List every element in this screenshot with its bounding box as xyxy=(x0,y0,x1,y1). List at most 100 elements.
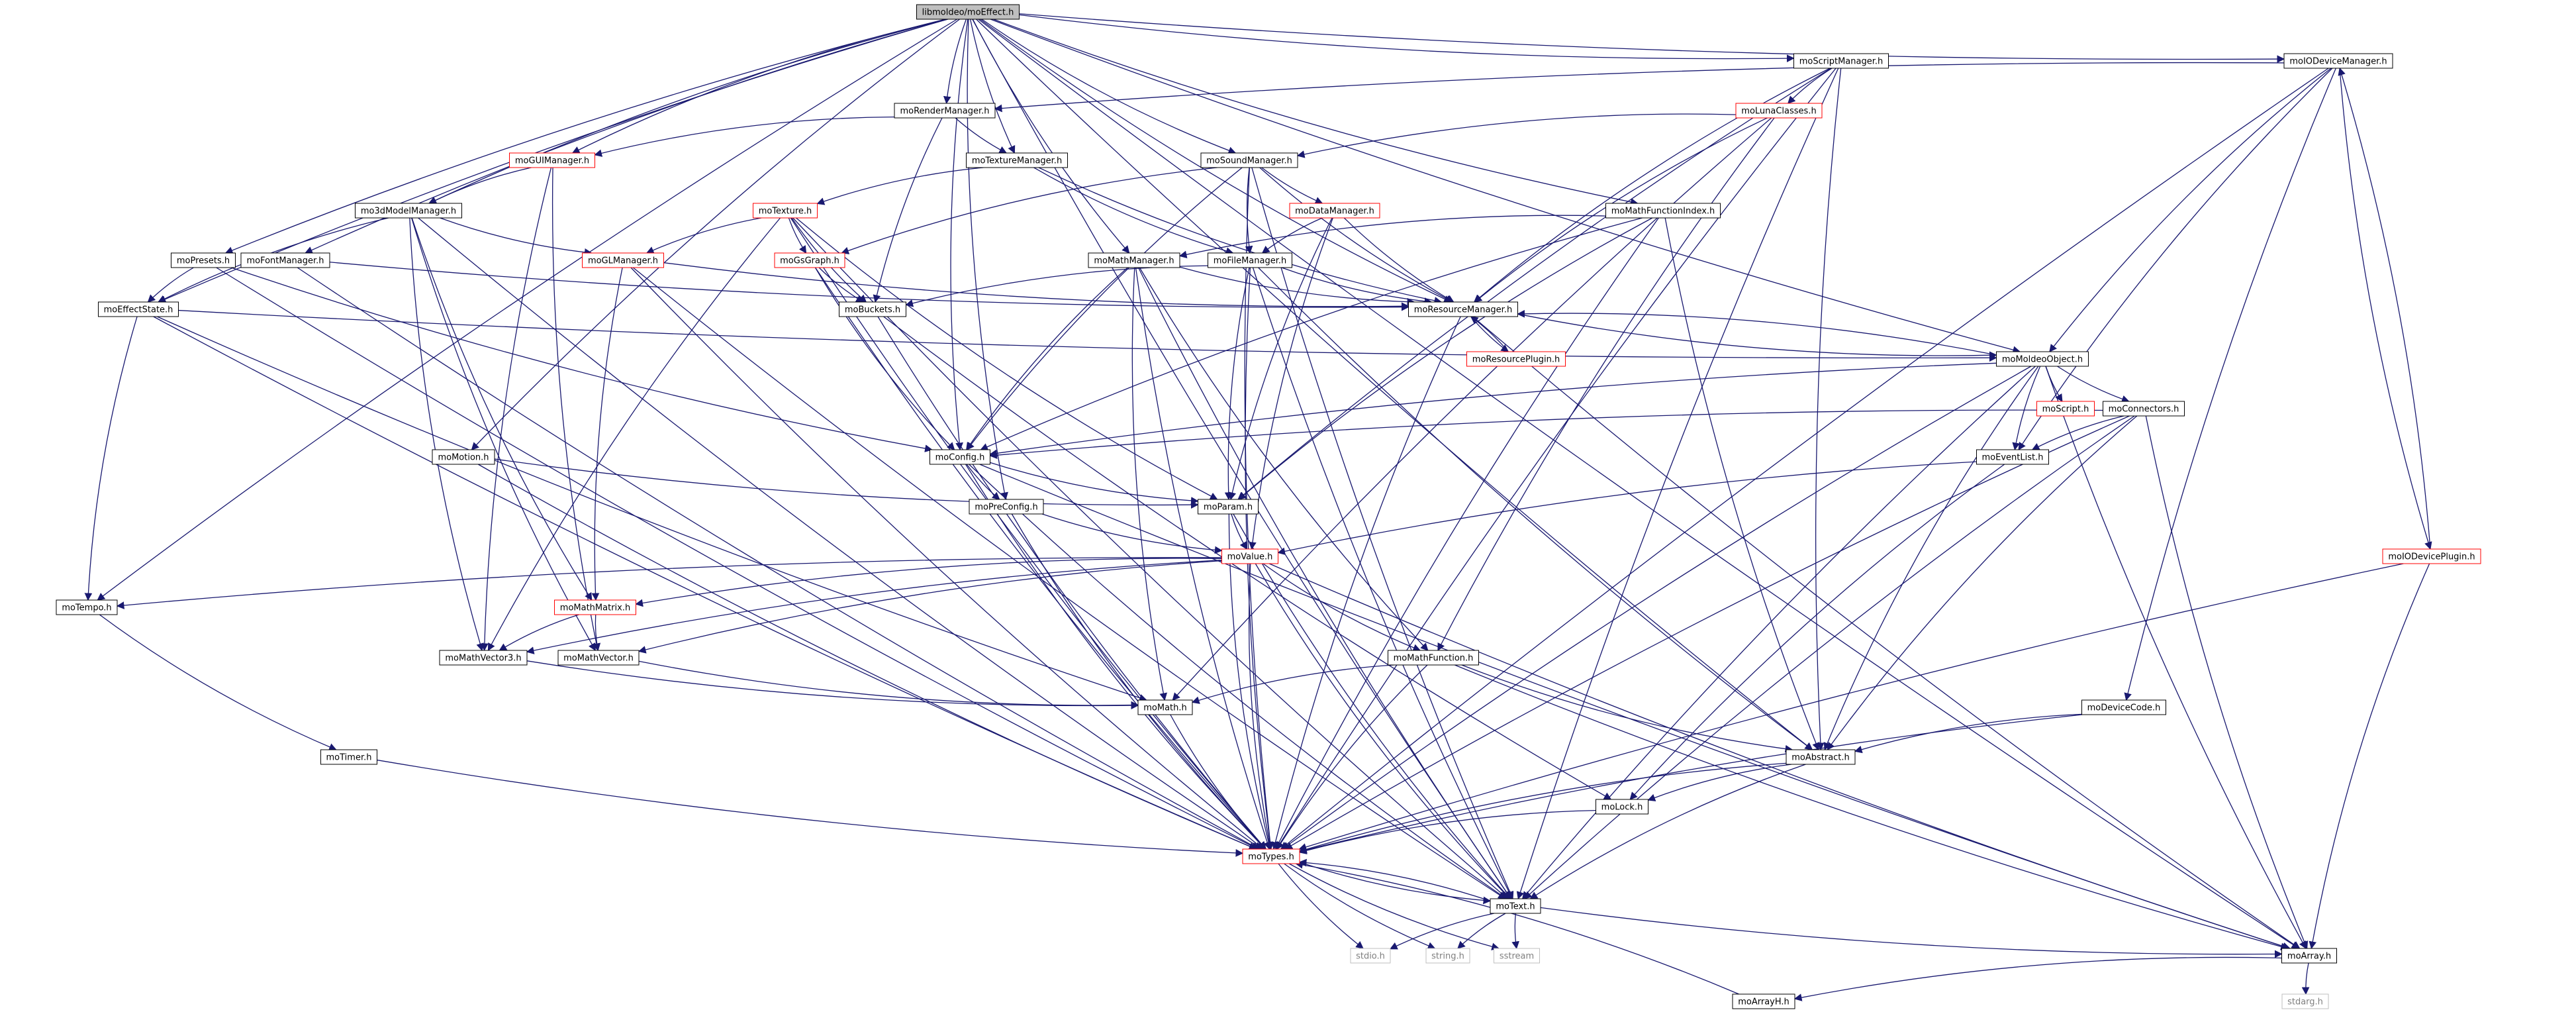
node-moIODevicePlugin[interactable]: moIODevicePlugin.h xyxy=(2382,548,2481,564)
node-label: moFileManager.h xyxy=(1214,256,1287,266)
edge-moSoundManager-to-moText xyxy=(1251,167,1514,900)
edge-moFontManager-to-moTypes xyxy=(297,267,1260,850)
node-moResourceManager[interactable]: moResourceManager.h xyxy=(1408,301,1518,317)
edge-moArray-to-moArrayH xyxy=(1793,956,2282,1001)
node-box xyxy=(966,152,1068,168)
node-label: moPreConfig.h xyxy=(975,503,1037,513)
node-label: moScript.h xyxy=(2042,405,2089,415)
edge-moMathManager-to-moMathFunction xyxy=(1139,267,1429,651)
edge-root-to-moPresets xyxy=(224,19,946,254)
node-box xyxy=(432,449,495,465)
node-moEventList[interactable]: moEventList.h xyxy=(1976,449,2049,465)
node-label: moTimer.h xyxy=(326,753,372,763)
edge-root-to-moRenderManager xyxy=(943,19,967,105)
edge-moScriptManager-to-moAbstract xyxy=(1815,68,1842,751)
node-moMathVector3[interactable]: moMathVector3.h xyxy=(439,650,528,666)
edge-moMathFunctionIndex-to-moTypes xyxy=(1275,217,1659,850)
node-moMathManager[interactable]: moMathManager.h xyxy=(1088,252,1180,268)
edge-moMoldeoObject-to-moTypes xyxy=(1282,366,2032,850)
edge-moScriptManager-to-moResourceManager xyxy=(1473,68,1831,303)
edge-moGUIManager-to-mo3dModelManager xyxy=(428,167,532,204)
edge-moValue-to-moMathVector xyxy=(638,560,1222,654)
node-moMathFunction[interactable]: moMathFunction.h xyxy=(1388,650,1479,666)
node-moTextureManager[interactable]: moTextureManager.h xyxy=(966,152,1068,168)
edge-moConfig-to-moPreConfig xyxy=(966,464,1000,500)
node-box xyxy=(1137,699,1193,715)
node-moConnectors[interactable]: moConnectors.h xyxy=(2103,401,2185,417)
edge-moLunaClasses-to-moMath xyxy=(1172,117,1772,701)
edge-moSoundManager-to-moDataManager xyxy=(1261,167,1323,205)
node-box xyxy=(554,599,636,615)
node-moResourcePlugin[interactable]: moResourcePlugin.h xyxy=(1466,351,1566,367)
node-moMathMatrix[interactable]: moMathMatrix.h xyxy=(554,599,636,615)
node-moLunaClasses[interactable]: moLunaClasses.h xyxy=(1735,103,1823,119)
node-moTexture[interactable]: moTexture.h xyxy=(753,203,818,219)
node-moDataManager[interactable]: moDataManager.h xyxy=(1289,203,1380,219)
node-moScript[interactable]: moScript.h xyxy=(2036,401,2095,417)
edge-moMathFunctionIndex-to-moParam xyxy=(1238,217,1653,500)
node-moGsGraph[interactable]: moGsGraph.h xyxy=(774,252,845,268)
edge-moBuckets-to-moTypes xyxy=(877,316,1266,850)
edge-root-to-moTextureManager xyxy=(969,19,1016,154)
edge-root-to-moPreConfig xyxy=(967,19,1008,501)
edge-moGsGraph-to-moBuckets xyxy=(818,267,864,303)
node-moArrayH[interactable]: moArrayH.h xyxy=(1732,993,1795,1009)
node-moEffectState[interactable]: moEffectState.h xyxy=(98,301,179,317)
node-stdarg: stdarg.h xyxy=(2281,993,2329,1009)
edge-root-to-moTempo xyxy=(97,19,958,601)
edge-moText-to-moArray xyxy=(1540,907,2283,958)
edge-moEffectState-to-moTypes xyxy=(153,316,1257,850)
node-moMath[interactable]: moMath.h xyxy=(1137,699,1193,715)
node-box xyxy=(1735,103,1823,119)
node-moValue[interactable]: moValue.h xyxy=(1221,548,1278,564)
node-moPresets[interactable]: moPresets.h xyxy=(171,252,236,268)
node-moAbstract[interactable]: moAbstract.h xyxy=(1786,749,1856,765)
node-moMoldeoObject[interactable]: moMoldeoObject.h xyxy=(1996,351,2089,367)
node-moLock[interactable]: moLock.h xyxy=(1596,799,1648,815)
node-mo3dModelManager[interactable]: mo3dModelManager.h xyxy=(355,203,462,219)
node-moScriptManager[interactable]: moScriptManager.h xyxy=(1793,53,1889,69)
edge-moEventList-to-moLock xyxy=(1629,464,2005,800)
node-moBuckets[interactable]: moBuckets.h xyxy=(839,301,906,317)
node-root[interactable]: libmoldeo/moEffect.h xyxy=(916,4,1020,20)
node-moMathFunctionIndex[interactable]: moMathFunctionIndex.h xyxy=(1605,203,1721,219)
node-moArray[interactable]: moArray.h xyxy=(2281,948,2337,964)
node-box xyxy=(1596,799,1648,815)
node-moPreConfig[interactable]: moPreConfig.h xyxy=(969,499,1044,515)
node-moIODeviceManager[interactable]: moIODeviceManager.h xyxy=(2283,53,2393,69)
node-box xyxy=(582,252,664,268)
edge-root-to-moConfig xyxy=(950,19,969,451)
node-moGUIManager[interactable]: moGUIManager.h xyxy=(509,152,595,168)
node-label: moResourceManager.h xyxy=(1414,305,1512,315)
edge-mo3dModelManager-to-moTypes xyxy=(418,217,1263,850)
node-moMotion[interactable]: moMotion.h xyxy=(432,449,495,465)
edge-moLunaClasses-to-moMathFunction xyxy=(1437,117,1775,652)
edge-moMoldeoObject-to-moAbstract xyxy=(1823,366,2039,751)
node-moTempo[interactable]: moTempo.h xyxy=(56,599,118,615)
node-moTimer[interactable]: moTimer.h xyxy=(320,749,377,765)
node-moGLManager[interactable]: moGLManager.h xyxy=(582,252,664,268)
node-moRenderManager[interactable]: moRenderManager.h xyxy=(894,103,996,119)
edge-root-to-moAbstract xyxy=(976,19,1813,750)
node-moConfig[interactable]: moConfig.h xyxy=(930,449,990,465)
node-moSoundManager[interactable]: moSoundManager.h xyxy=(1200,152,1298,168)
node-moTypes[interactable]: moTypes.h xyxy=(1242,848,1300,864)
edge-moIODeviceManager-to-moTypes xyxy=(1280,68,2329,850)
edge-moText-to-stdio xyxy=(1389,913,1495,950)
node-label: moDataManager.h xyxy=(1295,207,1374,217)
edge-moBuckets-to-moLock xyxy=(883,316,1612,800)
node-box xyxy=(1786,749,1856,765)
node-moParam[interactable]: moParam.h xyxy=(1198,499,1259,515)
node-moMathVector[interactable]: moMathVector.h xyxy=(557,650,640,666)
node-moFileManager[interactable]: moFileManager.h xyxy=(1208,252,1292,268)
node-moFontManager[interactable]: moFontManager.h xyxy=(240,252,330,268)
edge-root-to-moMoldeoObject xyxy=(990,19,2021,354)
node-moText[interactable]: moText.h xyxy=(1490,898,1541,914)
edge-moDeviceCode-to-moTypes xyxy=(1298,714,2083,854)
edge-moSoundManager-to-moResourceManager xyxy=(1259,167,1454,303)
node-box xyxy=(1408,301,1518,317)
node-box xyxy=(2103,401,2185,417)
edge-moRenderManager-to-moGUIManager xyxy=(594,116,895,157)
node-moDeviceCode[interactable]: moDeviceCode.h xyxy=(2081,699,2166,715)
edge-moFontManager-to-moResourceManager xyxy=(329,262,1409,311)
